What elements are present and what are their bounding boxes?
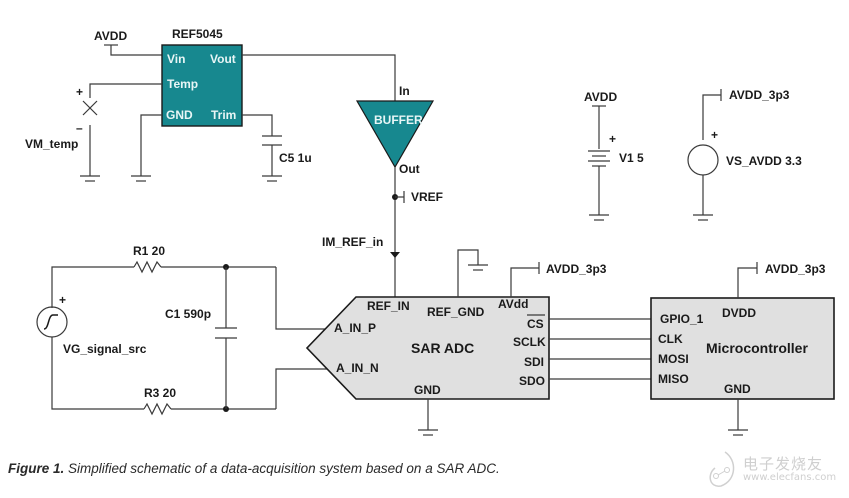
adc-pin-a-in-p: A_IN_P [334,321,376,335]
vs-avdd-label: VS_AVDD 3.3 [726,154,802,168]
r1-label: R1 20 [133,244,165,258]
ground-icon [693,214,713,221]
watermark: 电子发烧友 www.elecfans.com [705,450,845,490]
mcu-pin-dvdd: DVDD [722,306,756,320]
adc-pin-sclk: SCLK [513,335,546,349]
watermark-chinese: 电子发烧友 [743,455,824,473]
figure-label: Figure 1. [8,461,65,476]
mcu-pin-miso: MISO [658,372,689,386]
ref-pin-trim: Trim [211,108,236,122]
vm-temp-label: VM_temp [25,137,78,151]
vm-temp-meter-icon [82,100,98,116]
adc-pin-gnd: GND [414,383,441,397]
watermark-url: www.elecfans.com [743,472,837,483]
c5-label: C5 1u [279,151,312,165]
wire-src-bottom [51,337,144,410]
figure-caption: Figure 1. Simplified schematic of a data… [8,461,500,476]
ref-pin-temp: Temp [167,77,198,91]
adc-pin-sdi: SDI [524,355,544,369]
ref5045-title: REF5045 [172,27,223,41]
adc-pin-ref-gnd: REF_GND [427,305,485,319]
adc-supply-label: AVDD_3p3 [546,262,607,276]
wire-src-top [51,266,134,308]
mcu-supply-label: AVDD_3p3 [765,262,826,276]
wire-adc-avdd [510,267,539,297]
vm-temp-plus: + [76,85,83,99]
ref-pin-vout: Vout [210,52,236,66]
sar-adc-title: SAR ADC [411,340,474,356]
mcu-pin-gnd: GND [724,382,751,396]
wire-a-in-p [275,267,327,330]
ref-pin-vin: Vin [167,52,185,66]
adc-pin-ref-in: REF_IN [367,299,410,313]
c1-label: C1 590p [165,307,211,321]
ground-icon [262,175,282,182]
signal-source-icon [36,306,68,338]
ground-icon [418,429,438,436]
resistor-r1-icon [133,260,162,274]
caption-text: Simplified schematic of a data-acquisiti… [64,461,500,476]
buffer-amplifier [355,100,435,169]
resistor-r3-icon [143,402,172,416]
signal-src-label: VG_signal_src [63,342,147,356]
wire-a-in-n [275,368,327,409]
v1-plus: + [609,132,616,146]
ground-icon [80,175,100,182]
vs-avdd-plus: + [711,128,718,142]
ref5045-chip [161,44,243,127]
mcu-title: Microcontroller [706,340,808,356]
buffer-out-label: Out [399,162,420,176]
signal-src-plus: + [59,293,66,307]
wire-temp [89,83,162,98]
mcu-pin-mosi: MOSI [658,352,689,366]
wire-avdd-vin [110,45,162,56]
adc-pin-cs: CS [527,317,544,331]
mcu-pin-gpio1: GPIO_1 [660,312,704,326]
capacitor-c5-icon [262,135,282,146]
step-waveform-icon [43,314,58,330]
wire-vs-avdd-top [702,94,721,140]
vm-temp-minus: – [76,121,83,135]
adc-pin-avdd: AVdd [498,297,528,311]
watermark-logo-icon [709,451,735,487]
r3-label: R3 20 [144,386,176,400]
voltage-source-icon [687,144,719,176]
sar-adc-block [305,296,550,400]
adc-pin-sdo: SDO [519,374,545,388]
battery-icon [588,150,610,167]
v1-net-label: AVDD [584,90,617,104]
wire-mcu-dvdd [737,267,757,298]
avdd-label: AVDD [94,29,127,43]
wire-ref-gnd [140,114,162,176]
buffer-in-label: In [399,84,410,98]
current-probe-arrow-icon [390,252,400,258]
capacitor-c1-icon [215,327,237,339]
ground-icon [131,175,151,182]
adc-pin-a-in-n: A_IN_N [336,361,379,375]
ref-pin-gnd: GND [166,108,193,122]
buffer-label: BUFFER [374,113,423,127]
microcontroller-block [650,297,835,400]
im-ref-label: IM_REF_in [322,235,383,249]
wire-ref-gnd-adc [457,249,479,297]
mcu-pin-clk: CLK [658,332,683,346]
ground-icon [728,429,748,436]
vs-avdd-net-label: AVDD_3p3 [729,88,790,102]
wire-vout-buffer [242,54,396,101]
wire-trim [242,114,273,136]
ground-icon [589,214,609,221]
vref-label: VREF [411,190,443,204]
v1-label: V1 5 [619,151,644,165]
ground-icon [468,264,488,271]
